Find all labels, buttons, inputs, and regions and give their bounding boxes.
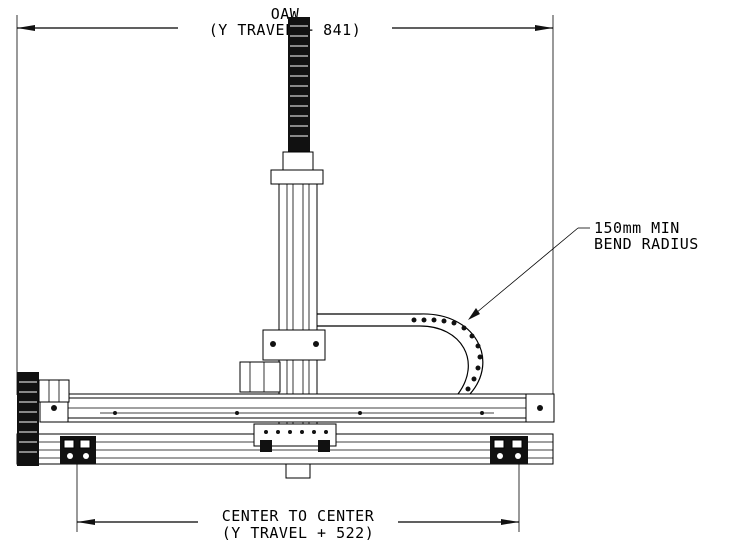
callout-line-2: BEND RADIUS xyxy=(594,235,699,253)
center-to-center-dimension: CENTER TO CENTER (Y TRAVEL + 522) xyxy=(76,440,520,542)
x-gantry-beam xyxy=(39,393,555,423)
callout-leader xyxy=(469,227,579,319)
base-rails xyxy=(16,423,554,465)
ctc-formula: (Y TRAVEL + 522) xyxy=(222,524,375,542)
ctc-arrow-left xyxy=(77,519,95,525)
bend-radius-callout: 150mm MIN BEND RADIUS xyxy=(468,219,699,320)
callout-line-1: 150mm MIN xyxy=(594,219,680,237)
oaw-arrow-right xyxy=(535,25,553,31)
y-motor-left xyxy=(17,372,70,466)
z-cable-chain xyxy=(288,17,310,152)
z-top-plate xyxy=(270,169,324,185)
y-motor-body xyxy=(38,379,70,403)
oaw-formula: (Y TRAVEL + 841) xyxy=(209,21,362,39)
oaw-dimension: OAW (Y TRAVEL + 841) xyxy=(16,5,554,395)
ctc-arrow-right xyxy=(501,519,519,525)
ctc-label: CENTER TO CENTER xyxy=(222,507,375,525)
z-motor xyxy=(239,361,281,393)
callout-arrow xyxy=(468,308,480,320)
oaw-arrow-left xyxy=(17,25,35,31)
cable-chain-loop xyxy=(317,313,484,395)
y-carriage xyxy=(253,423,337,447)
